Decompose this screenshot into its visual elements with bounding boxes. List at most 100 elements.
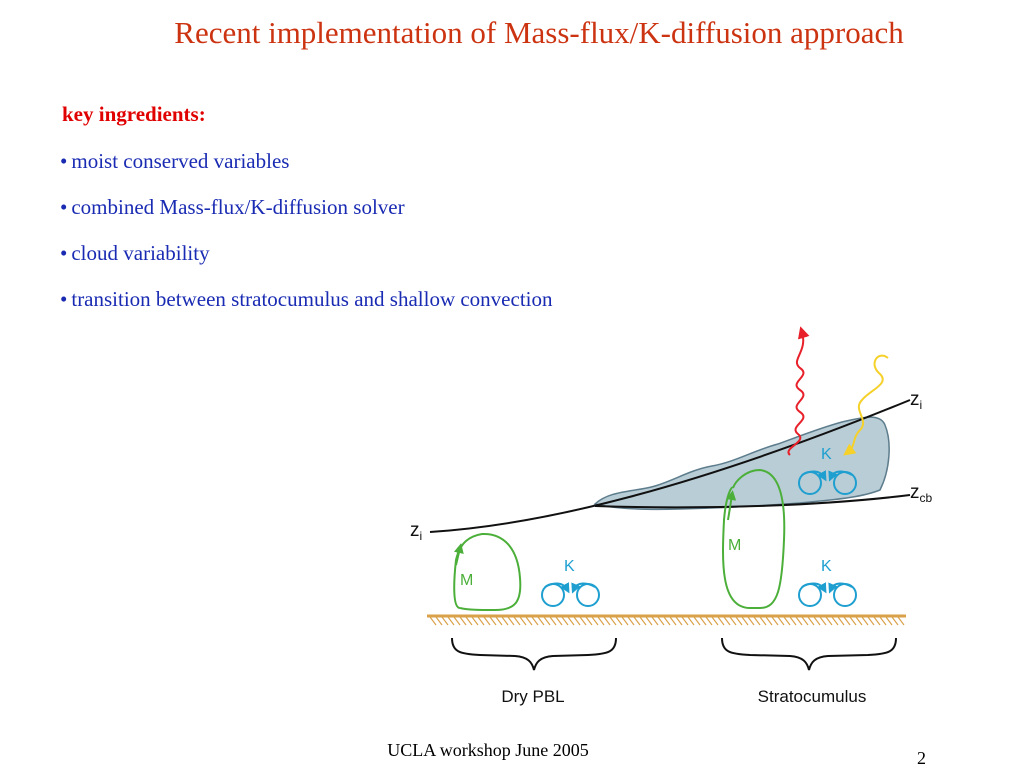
hatch-mark [615,616,623,626]
hatch-mark [855,616,863,626]
dry-pbl-label: Dry PBL [501,687,564,706]
hatch-mark [429,616,437,626]
hatch-mark [897,616,905,626]
dry-mass-flux-arrow [453,543,464,566]
longwave-radiation-arrow [787,326,810,456]
slide-title: Recent implementation of Mass-flux/K-dif… [174,15,904,50]
bullet-dot: • [60,195,68,219]
hatch-mark [891,616,899,626]
hatch-mark [879,616,887,626]
hatch-mark [825,616,833,626]
hatch-mark [657,616,665,626]
hatch-mark [663,616,671,626]
hatch-mark [645,616,653,626]
bullet-text: cloud variability [71,241,210,265]
hatch-mark [603,616,611,626]
strat-brace [721,637,897,671]
page-number: 2 [917,748,926,768]
hatch-mark [507,616,515,626]
bullet-item: •moist conserved variables [60,148,553,194]
hatch-mark [675,616,683,626]
hatch-mark [801,616,809,626]
hatch-mark [531,616,539,626]
stratocumulus-label: Stratocumulus [758,687,867,706]
hatch-mark [627,616,635,626]
bullet-dot: • [60,287,68,311]
hatch-mark [453,616,461,626]
hatch-mark [795,616,803,626]
bullet-text: combined Mass-flux/K-diffusion solver [71,195,405,219]
hatch-mark [555,616,563,626]
hatch-mark [681,616,689,626]
hatch-mark [597,616,605,626]
hatch-mark [819,616,827,626]
hatch-mark [837,616,845,626]
hatch-mark [831,616,839,626]
hatch-mark [639,616,647,626]
hatch-mark [561,616,569,626]
hatch-mark [771,616,779,626]
pbl-diagram: K M K M K zi zi zcb Dry PBL Stratocumulu… [410,326,933,706]
hatch-mark [435,616,443,626]
hatch-mark [687,616,695,626]
hatch-mark [747,616,755,626]
key-ingredients-heading: key ingredients: [62,102,206,126]
hatch-mark [705,616,713,626]
hatch-mark [543,616,551,626]
hatch-mark [501,616,509,626]
dry-m-label: M [460,572,473,589]
hatch-mark [741,616,749,626]
hatch-mark [699,616,707,626]
hatch-mark [867,616,875,626]
hatch-mark [465,616,473,626]
hatch-mark [729,616,737,626]
hatch-mark [873,616,881,626]
hatch-mark [843,616,851,626]
hatch-mark [861,616,869,626]
hatch-mark [885,616,893,626]
bullet-text: moist conserved variables [71,149,290,173]
hatch-mark [591,616,599,626]
dry-pbl-brace [451,637,617,671]
hatch-mark [525,616,533,626]
hatch-mark [807,616,815,626]
bullet-dot: • [60,241,68,265]
hatch-mark [651,616,659,626]
hatch-mark [723,616,731,626]
bullet-item: •transition between stratocumulus and sh… [60,286,553,332]
hatch-mark [783,616,791,626]
zi-left-label: zi [410,520,422,543]
inversion-line [429,399,911,533]
shortwave-radiation-arrow [843,354,889,456]
bullet-item: •cloud variability [60,240,553,286]
hatch-mark [789,616,797,626]
hatch-mark [609,616,617,626]
dry-k-label: K [564,558,575,575]
hatch-mark [669,616,677,626]
hatch-mark [573,616,581,626]
hatch-mark [735,616,743,626]
footer-text: UCLA workshop June 2005 [387,740,589,760]
hatch-mark [765,616,773,626]
hatch-mark [477,616,485,626]
hatch-mark [717,616,725,626]
hatch-mark [549,616,557,626]
hatch-mark [489,616,497,626]
dry-k-eddies [541,582,600,607]
bullet-item: •combined Mass-flux/K-diffusion solver [60,194,553,240]
strat-m-label: M [728,537,741,554]
hatch-mark [621,616,629,626]
cloud-k-label: K [821,446,832,463]
hatch-mark [711,616,719,626]
hatch-mark [441,616,449,626]
cloud-base-line [594,494,911,509]
hatch-mark [567,616,575,626]
hatch-mark [693,616,701,626]
hatch-mark [579,616,587,626]
ground-hatching [429,616,905,626]
hatch-mark [849,616,857,626]
hatch-mark [759,616,767,626]
zcb-label: zcb [910,482,933,505]
bullet-dot: • [60,149,68,173]
ingredient-list: •moist conserved variables •combined Mas… [60,148,553,332]
